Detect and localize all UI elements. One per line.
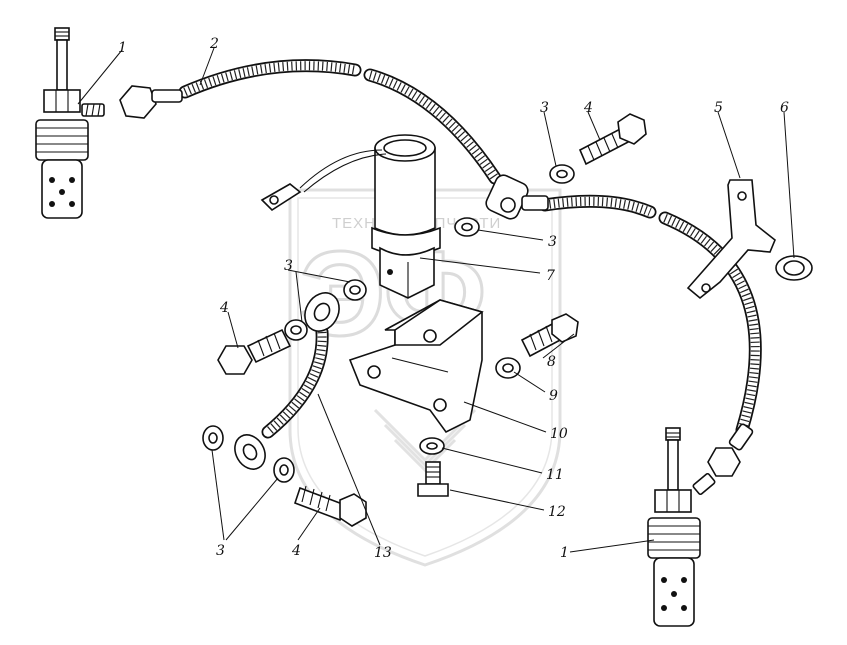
callout-6: 6: [780, 100, 789, 116]
callout-12: 12: [548, 504, 566, 520]
banjo-eye-upper: [304, 292, 340, 332]
callout-11: 11: [546, 467, 564, 483]
callout-2: 2: [209, 36, 219, 52]
bracket: [348, 299, 484, 434]
hose-upper-left: [178, 59, 502, 185]
callout-3-bottom: 3: [216, 543, 225, 559]
sensor-body: [371, 134, 441, 299]
callout-13: 13: [374, 545, 392, 561]
callout-8: 8: [547, 354, 556, 370]
mount-clip: [686, 179, 776, 300]
banjo-bolt-left: [217, 328, 292, 375]
callout-1-left: 1: [118, 40, 127, 56]
union-nut-right: [707, 423, 754, 477]
callout-9: 9: [549, 388, 558, 404]
callout-7: 7: [546, 268, 555, 284]
callout-10: 10: [550, 426, 568, 442]
hose-right: [538, 194, 762, 437]
union-nut-left: [119, 85, 183, 119]
callout-1-right: 1: [560, 545, 569, 561]
callout-3-top: 3: [540, 100, 549, 116]
glow-plug-left: [35, 27, 105, 219]
bolt-12: [417, 461, 449, 497]
grommet: [775, 255, 813, 281]
callout-labels: 1 2 3 4 5 6 3 7 3 4 8 9 10 11 12 3 4 13 …: [118, 36, 789, 561]
leader-lines: [77, 47, 795, 553]
callout-4-bottom: 4: [291, 543, 301, 559]
callout-3-tee: 3: [548, 234, 557, 250]
bolt-8: [520, 313, 579, 358]
banjo-bolt-top: [578, 113, 647, 166]
callout-5: 5: [714, 100, 723, 116]
washers: [202, 164, 575, 483]
callout-4-left: 4: [219, 300, 229, 316]
banjo-eye-lower: [234, 434, 266, 470]
banjo-bolt-bottom: [293, 485, 367, 527]
callout-4-top: 4: [583, 100, 593, 116]
tee-fitting: [485, 174, 549, 220]
glow-plug-right: [647, 427, 716, 627]
sensor-wire: [260, 149, 387, 212]
callout-3-mid: 3: [284, 258, 293, 274]
hose-lower: [261, 325, 329, 439]
